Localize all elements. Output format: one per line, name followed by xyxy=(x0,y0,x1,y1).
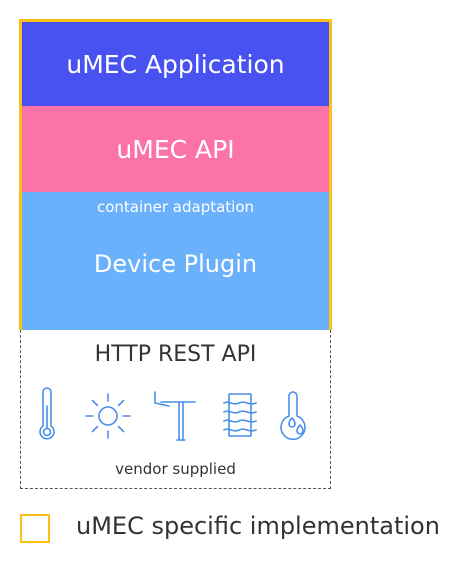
device-plugin-label: Device Plugin xyxy=(93,250,258,278)
air-flow-icon xyxy=(223,393,257,437)
humidity-icon xyxy=(280,391,306,441)
sun-icon xyxy=(85,393,131,439)
legend: uMEC specific implementation xyxy=(20,512,460,548)
umec-api-label: uMEC API xyxy=(116,134,235,164)
umec-application-label: uMEC Application xyxy=(66,49,285,79)
device-plugin-layer: container adaptation Device Plugin xyxy=(22,192,329,330)
vendor-supplied-label: vendor supplied xyxy=(115,460,236,478)
legend-swatch xyxy=(20,514,50,543)
umec-stack: uMEC Application uMEC API container adap… xyxy=(19,19,332,330)
umec-api-layer: uMEC API xyxy=(22,106,329,192)
legend-label: uMEC specific implementation xyxy=(76,512,440,540)
sensor-icons-svg xyxy=(39,387,306,441)
wind-vane-icon xyxy=(154,391,196,441)
vendor-supplied-box: HTTP REST API xyxy=(20,330,331,489)
thermometer-icon xyxy=(39,387,55,440)
umec-application-layer: uMEC Application xyxy=(22,22,329,106)
sensor-icons xyxy=(21,386,330,446)
http-rest-api-label: HTTP REST API xyxy=(94,342,257,367)
container-adaptation-label: container adaptation xyxy=(96,198,255,216)
